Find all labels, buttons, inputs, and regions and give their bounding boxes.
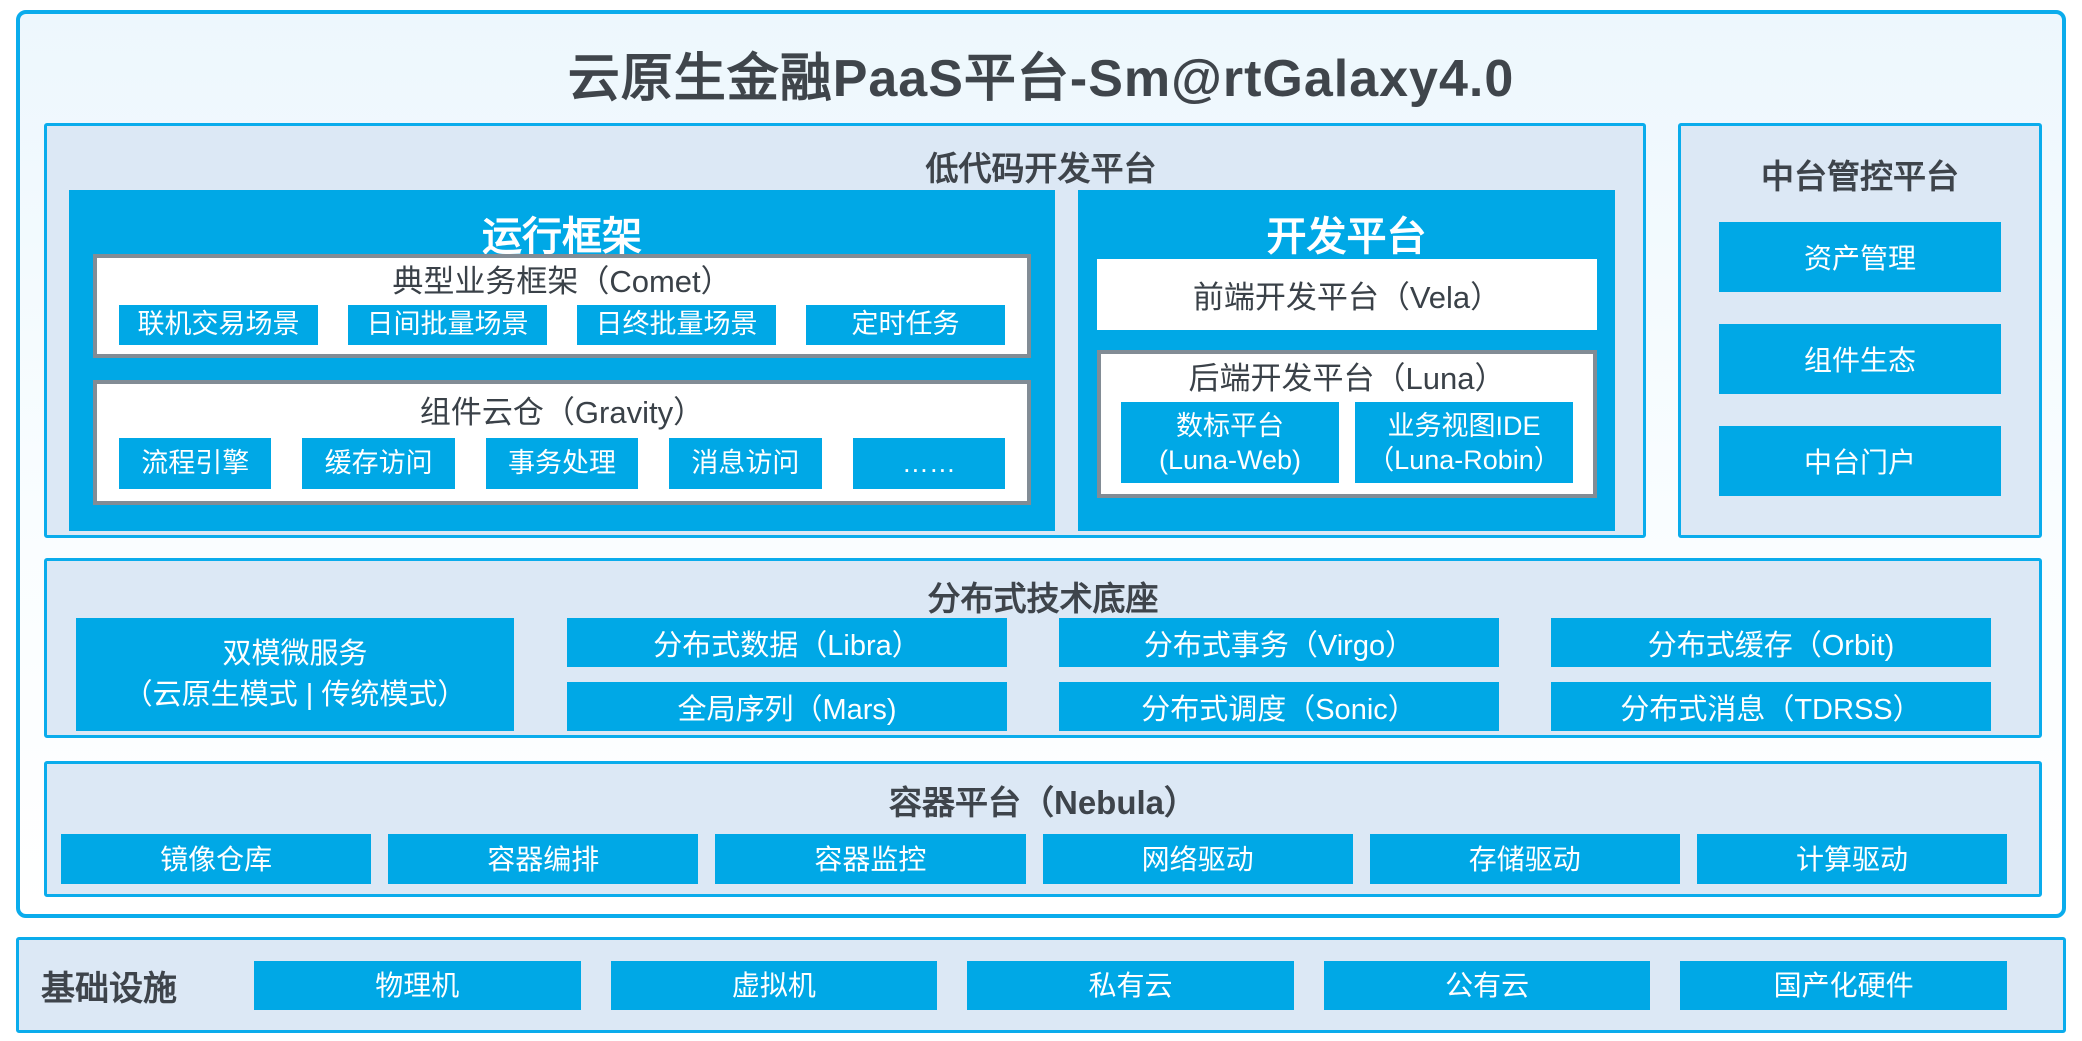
box-comet-framework: 典型业务框架（Comet） 联机交易场景 日间批量场景 日终批量场景 定时任务 — [93, 254, 1031, 358]
chip-scheduled-task: 定时任务 — [806, 305, 1005, 345]
chip-midplatform-portal: 中台门户 — [1719, 426, 2001, 496]
chip-distributed-msg-tdrss: 分布式消息（TDRSS） — [1551, 682, 1991, 731]
section-midplatform-control: 中台管控平台 资产管理 组件生态 中台门户 — [1678, 123, 2042, 538]
dual-mode-line1: 双模微服务 — [222, 637, 368, 670]
chip-luna-robin: 业务视图IDE （Luna-Robin） — [1355, 402, 1573, 483]
box-gravity-component-cloud: 组件云仓（Gravity） 流程引擎 缓存访问 事务处理 消息访问 …… — [93, 380, 1031, 505]
section-container-platform: 容器平台（Nebula） 镜像仓库 容器编排 容器监控 网络驱动 存储驱动 计算… — [44, 761, 2042, 897]
chip-component-ecosystem: 组件生态 — [1719, 324, 2001, 394]
dev-platform-title: 开发平台 — [1266, 215, 1427, 259]
gravity-title: 组件云仓（Gravity） — [419, 395, 705, 430]
infrastructure-chip-row: 物理机 虚拟机 私有云 公有云 国产化硬件 — [254, 960, 2007, 1010]
chip-domestic-hardware: 国产化硬件 — [1680, 960, 2007, 1010]
page-title: 云原生金融PaaS平台-Sm@rtGalaxy4.0 — [567, 50, 1515, 108]
chip-online-trading: 联机交易场景 — [119, 305, 318, 345]
section-lowcode-platform: 低代码开发平台 运行框架 典型业务框架（Comet） 联机交易场景 日间批量场景… — [44, 123, 1646, 538]
chip-global-sequence-mars: 全局序列（Mars) — [567, 682, 1007, 731]
section-infrastructure: 基础设施 物理机 虚拟机 私有云 公有云 国产化硬件 — [16, 937, 2066, 1033]
chip-public-cloud: 公有云 — [1323, 960, 1651, 1010]
chip-dual-mode-microservice: 双模微服务 （云原生模式 | 传统模式） — [76, 618, 514, 731]
chip-asset-management: 资产管理 — [1719, 222, 2001, 292]
chip-physical-machine: 物理机 — [254, 960, 581, 1010]
chip-compute-driver: 计算驱动 — [1696, 834, 2008, 884]
platform-frame: 云原生金融PaaS平台-Sm@rtGalaxy4.0 低代码开发平台 运行框架 … — [16, 10, 2066, 918]
luna-chip-row: 数标平台 (Luna-Web) 业务视图IDE （Luna-Robin） — [1121, 402, 1573, 483]
lowcode-platform-title: 低代码开发平台 — [925, 150, 1157, 187]
distributed-title: 分布式技术底座 — [927, 580, 1159, 617]
comet-chip-row: 联机交易场景 日间批量场景 日终批量场景 定时任务 — [119, 305, 1005, 345]
panel-runtime-framework: 运行框架 典型业务框架（Comet） 联机交易场景 日间批量场景 日终批量场景 … — [69, 190, 1055, 531]
chip-message-access: 消息访问 — [669, 438, 822, 489]
container-platform-title: 容器平台（Nebula） — [888, 784, 1198, 821]
runtime-framework-title: 运行框架 — [482, 215, 642, 259]
chip-image-registry: 镜像仓库 — [61, 834, 372, 884]
chip-luna-robin-line1: 业务视图IDE — [1387, 410, 1541, 441]
container-chip-row: 镜像仓库 容器编排 容器监控 网络驱动 存储驱动 计算驱动 — [61, 834, 2008, 884]
chip-luna-web: 数标平台 (Luna-Web) — [1121, 402, 1339, 483]
infrastructure-title: 基础设施 — [41, 969, 177, 1008]
chip-process-engine: 流程引擎 — [119, 438, 272, 489]
chip-daytime-batch: 日间批量场景 — [348, 305, 547, 345]
chip-storage-driver: 存储驱动 — [1369, 834, 1680, 884]
section-distributed-base: 分布式技术底座 双模微服务 （云原生模式 | 传统模式） 分布式数据（Libra… — [44, 558, 2042, 738]
midplatform-title: 中台管控平台 — [1761, 158, 1959, 195]
chip-distributed-sched-sonic: 分布式调度（Sonic） — [1059, 682, 1499, 731]
chip-distributed-cache-orbit: 分布式缓存（Orbit) — [1551, 618, 1991, 667]
chip-cache-access: 缓存访问 — [302, 438, 455, 489]
chip-luna-web-line2: (Luna-Web) — [1158, 444, 1302, 475]
gravity-chip-row: 流程引擎 缓存访问 事务处理 消息访问 …… — [119, 438, 1006, 489]
chip-virtual-machine: 虚拟机 — [610, 960, 938, 1010]
chip-private-cloud: 私有云 — [967, 960, 1294, 1010]
dual-mode-line2: （云原生模式 | 传统模式） — [123, 678, 467, 711]
chip-container-monitoring: 容器监控 — [715, 834, 1026, 884]
box-luna-backend: 后端开发平台（Luna） 数标平台 (Luna-Web) 业务视图IDE （Lu… — [1097, 350, 1597, 498]
chip-ellipsis-more: …… — [852, 438, 1006, 489]
chip-luna-robin-line2: （Luna-Robin） — [1367, 444, 1561, 475]
comet-title: 典型业务框架（Comet） — [392, 264, 732, 299]
luna-title: 后端开发平台（Luna） — [1188, 361, 1506, 396]
panel-dev-platform: 开发平台 前端开发平台（Vela） 后端开发平台（Luna） 数标平台 (Lun… — [1078, 190, 1615, 531]
chip-distributed-txn-virgo: 分布式事务（Virgo） — [1059, 618, 1499, 667]
chip-endofday-batch: 日终批量场景 — [577, 305, 776, 345]
chip-network-driver: 网络驱动 — [1042, 834, 1353, 884]
chip-distributed-data-libra: 分布式数据（Libra） — [567, 618, 1007, 667]
chip-container-orchestration: 容器编排 — [388, 834, 699, 884]
box-vela-frontend: 前端开发平台（Vela） — [1097, 259, 1597, 330]
chip-luna-web-line1: 数标平台 — [1176, 410, 1284, 441]
chip-transaction-processing: 事务处理 — [485, 438, 639, 489]
